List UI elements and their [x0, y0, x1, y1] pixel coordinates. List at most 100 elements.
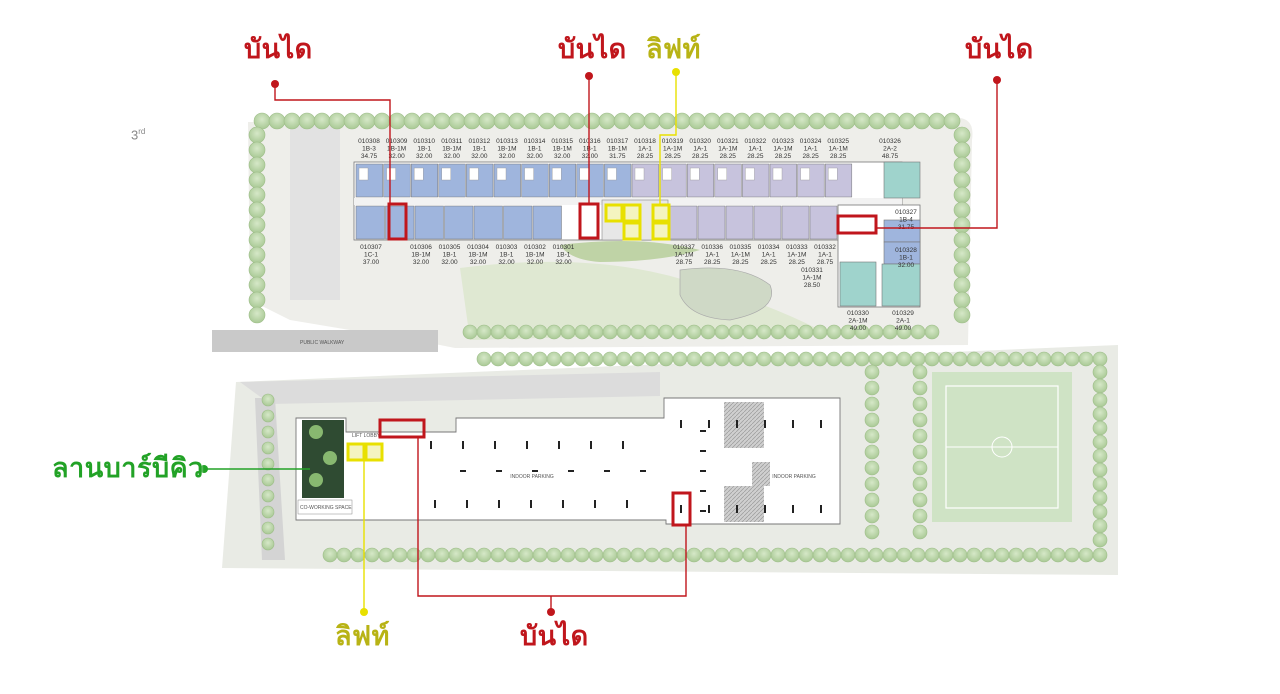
lift-box-1	[604, 203, 624, 223]
lift-box-4	[651, 203, 671, 223]
unit-plan	[355, 205, 385, 240]
lift-box-2	[622, 203, 642, 223]
tree	[912, 492, 928, 508]
tree	[1092, 504, 1108, 520]
tree	[568, 112, 586, 130]
tree	[953, 156, 971, 174]
tree	[1092, 406, 1108, 422]
tree	[686, 324, 702, 340]
tree	[602, 547, 618, 563]
tree	[532, 351, 548, 367]
tree	[700, 547, 716, 563]
indoor-parking-label-2: INDOOR PARKING	[772, 474, 816, 480]
tree	[504, 324, 520, 340]
tree	[261, 489, 275, 503]
tree	[248, 171, 266, 189]
tree	[994, 547, 1010, 563]
tree	[912, 444, 928, 460]
tree	[1092, 490, 1108, 506]
public-walkway-label: PUBLIC WALKWAY	[300, 340, 345, 346]
unit-plan	[781, 205, 810, 240]
tree	[896, 351, 912, 367]
unit-plan	[493, 163, 521, 198]
tree	[864, 444, 880, 460]
tree	[1008, 547, 1024, 563]
tree	[574, 351, 590, 367]
tree	[1092, 364, 1108, 380]
tree	[328, 112, 346, 130]
tree	[952, 351, 968, 367]
tree	[864, 508, 880, 524]
stair-box-top-left	[387, 202, 408, 241]
stair-callout-top-left: บันได	[244, 34, 313, 65]
tree	[630, 351, 646, 367]
tree	[261, 409, 275, 423]
tree	[532, 324, 548, 340]
tree	[910, 324, 926, 340]
tree	[403, 112, 421, 130]
tree	[1036, 351, 1052, 367]
tree	[953, 186, 971, 204]
tree	[630, 324, 646, 340]
tree	[924, 351, 940, 367]
unit-plan	[659, 163, 687, 198]
tree	[883, 112, 901, 130]
tree	[1092, 462, 1108, 478]
tree	[392, 547, 408, 563]
tree	[518, 324, 534, 340]
tree	[688, 112, 706, 130]
tree	[1092, 518, 1108, 534]
tree	[728, 547, 744, 563]
tree	[248, 276, 266, 294]
tree	[490, 324, 506, 340]
tree	[504, 547, 520, 563]
lift-box-3	[622, 221, 642, 241]
parking-marks	[430, 420, 822, 513]
public-walkway	[212, 330, 438, 352]
tree	[261, 473, 275, 487]
tree	[1092, 351, 1108, 367]
tree	[714, 324, 730, 340]
unit-010326-plan	[883, 161, 921, 199]
tree	[868, 112, 886, 130]
tree	[953, 141, 971, 159]
tree	[953, 291, 971, 309]
tree	[686, 547, 702, 563]
site-ground: PUBLIC WALKWAY	[212, 118, 1118, 575]
tree	[420, 547, 436, 563]
tree	[261, 393, 275, 407]
tree	[798, 351, 814, 367]
tree	[1078, 547, 1094, 563]
tree	[798, 547, 814, 563]
stair-callout-bottom: บันได	[520, 621, 589, 652]
tree	[1064, 547, 1080, 563]
tree	[912, 508, 928, 524]
parking-building: CO-WORKING SPACE LIFT LOBBY INDOOR PARKI…	[295, 397, 841, 525]
unit-plan	[503, 205, 533, 240]
tree	[912, 412, 928, 428]
tree	[714, 547, 730, 563]
lift-lobby-label: LIFT LOBBY	[352, 433, 381, 439]
tree	[462, 324, 478, 340]
tree	[994, 351, 1010, 367]
tree	[840, 351, 856, 367]
tree	[1036, 547, 1052, 563]
tree	[350, 547, 366, 563]
tree	[1092, 434, 1108, 450]
tree	[523, 112, 541, 130]
tree	[882, 351, 898, 367]
